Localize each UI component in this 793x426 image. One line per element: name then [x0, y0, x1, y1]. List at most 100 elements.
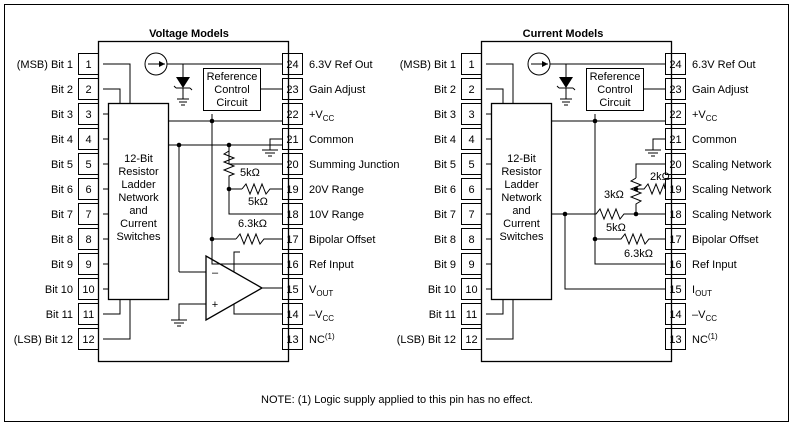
- voltage-pin-15-label-sub: OUT: [316, 289, 333, 298]
- voltage-pin-24-label-main: 6.3V Ref Out: [309, 59, 373, 71]
- current-pin-13-box: [665, 328, 686, 350]
- current-pin-11-number: 11: [466, 309, 477, 321]
- current-pin-21-label: Common: [692, 134, 737, 146]
- current-pin-22-label: +VCC: [692, 109, 718, 123]
- current-pin-1-number: 1: [468, 59, 474, 71]
- current-ladder-network-label: 12-Bit Resistor Ladder Network and Curre…: [499, 153, 544, 243]
- voltage-pin-15-label: VOUT: [309, 284, 333, 298]
- voltage-models-title: Voltage Models: [149, 28, 229, 40]
- current-pin-13-number: 13: [669, 334, 681, 346]
- current-pin-1-box: [461, 53, 482, 75]
- voltage-pin-13-label-sup: (1): [325, 332, 335, 341]
- current-pin-19-box: [665, 178, 686, 200]
- current-pin-14-box: [665, 303, 686, 325]
- current-reference-source: [527, 52, 665, 106]
- voltage-pin-16-label-main: Ref Input: [309, 259, 354, 271]
- voltage-pin-8-number: 8: [85, 234, 91, 246]
- voltage-pin-12-number: 12: [82, 334, 94, 346]
- svg-text:Resistor: Resistor: [501, 166, 542, 178]
- current-pin-4-label: Bit 4: [434, 134, 456, 146]
- voltage-pin-23-label: Gain Adjust: [309, 84, 365, 96]
- voltage-pin-20-number: 20: [286, 159, 298, 171]
- voltage-pin-13-box: [282, 328, 303, 350]
- svg-text:Control: Control: [214, 84, 249, 96]
- voltage-pin-3-label: Bit 3: [51, 109, 73, 121]
- current-pin-22-box: [665, 103, 686, 125]
- voltage-reference-source: [144, 52, 282, 106]
- current-pin-4-box: [461, 128, 482, 150]
- current-pin-13-label-main: NC: [692, 334, 708, 346]
- opamp-minus-label: –: [212, 267, 219, 279]
- current-pin-17-number: 17: [669, 234, 681, 246]
- current-pin-22-number: 22: [669, 109, 681, 121]
- voltage-pin-18-label: 10V Range: [309, 209, 364, 221]
- svg-text:Circuit: Circuit: [599, 97, 630, 109]
- current-pin-1-label: (MSB) Bit 1: [400, 59, 456, 71]
- current-pin-3-label: Bit 3: [434, 109, 456, 121]
- voltage-package-outline: [97, 40, 290, 363]
- voltage-pin-19-label: 20V Range: [309, 184, 364, 196]
- voltage-pin-22-label: +VCC: [309, 109, 335, 123]
- voltage-pin-20-label-main: Summing Junction: [309, 159, 400, 171]
- voltage-pin-9-box: [78, 253, 99, 275]
- svg-text:Current: Current: [503, 218, 540, 230]
- current-pin-12-label: (LSB) Bit 12: [397, 334, 456, 346]
- current-resistor-5k: 5kΩ: [606, 222, 626, 234]
- voltage-pin-8-label: Bit 8: [51, 234, 73, 246]
- current-pin-2-box: [461, 78, 482, 100]
- voltage-pin-17-label-main: Bipolar Offset: [309, 234, 375, 246]
- current-pin-8-label: Bit 8: [434, 234, 456, 246]
- voltage-pin-17-label: Bipolar Offset: [309, 234, 375, 246]
- voltage-ladder-network-block: [107, 102, 170, 301]
- current-pin-18-box: [665, 203, 686, 225]
- current-pin-9-label: Bit 9: [434, 259, 456, 271]
- voltage-pin-1-number: 1: [85, 59, 91, 71]
- svg-text:and: and: [129, 205, 147, 217]
- voltage-pin-10-label: Bit 10: [45, 284, 73, 296]
- svg-text:Switches: Switches: [116, 231, 161, 243]
- current-pin-20-label: Scaling Network: [692, 159, 772, 171]
- current-reference-control-label: Reference Control Circuit: [590, 71, 641, 109]
- voltage-pin-24-label: 6.3V Ref Out: [309, 59, 373, 71]
- current-package-outline: [480, 40, 673, 363]
- voltage-pin-1-box: [78, 53, 99, 75]
- voltage-pin-14-label-main: –V: [309, 309, 323, 321]
- current-pin-6-label: Bit 6: [434, 184, 456, 196]
- voltage-pin-6-box: [78, 178, 99, 200]
- voltage-pin-24-box: [282, 53, 303, 75]
- voltage-reference-control-label: Reference Control Circuit: [207, 71, 258, 109]
- voltage-pin-22-number: 22: [286, 109, 298, 121]
- voltage-pin-2-number: 2: [85, 84, 91, 96]
- current-internal-wiring: [551, 114, 666, 290]
- current-pin-5-box: [461, 153, 482, 175]
- current-pin-16-number: 16: [669, 259, 681, 271]
- current-pin-20-label-main: Scaling Network: [692, 159, 772, 171]
- voltage-pin-21-label-main: Common: [309, 134, 354, 146]
- current-pin-24-label: 6.3V Ref Out: [692, 59, 756, 71]
- current-pin-9-box: [461, 253, 482, 275]
- current-pin-14-label: –VCC: [692, 309, 717, 323]
- voltage-pin-19-box: [282, 178, 303, 200]
- current-pin-22-label-sub: CC: [706, 114, 718, 123]
- current-pin-23-number: 23: [669, 84, 681, 96]
- svg-text:and: and: [512, 205, 530, 217]
- voltage-pin-23-number: 23: [286, 84, 298, 96]
- voltage-pin-14-box: [282, 303, 303, 325]
- voltage-bit-wires: [103, 63, 131, 340]
- voltage-pin-21-number: 21: [286, 134, 298, 146]
- voltage-pin-11-box: [78, 303, 99, 325]
- voltage-pin-8-box: [78, 228, 99, 250]
- current-pin-8-number: 8: [468, 234, 474, 246]
- voltage-pin-3-number: 3: [85, 109, 91, 121]
- svg-text:Reference: Reference: [207, 71, 258, 83]
- voltage-pin-4-label: Bit 4: [51, 134, 73, 146]
- voltage-pin-20-label: Summing Junction: [309, 159, 400, 171]
- current-pin-14-label-sub: CC: [705, 314, 717, 323]
- voltage-pin-18-number: 18: [286, 209, 298, 221]
- voltage-pin-22-label-main: +V: [309, 109, 323, 121]
- voltage-pin-17-box: [282, 228, 303, 250]
- voltage-pin-14-number: 14: [286, 309, 298, 321]
- current-ladder-network-block: [490, 102, 553, 301]
